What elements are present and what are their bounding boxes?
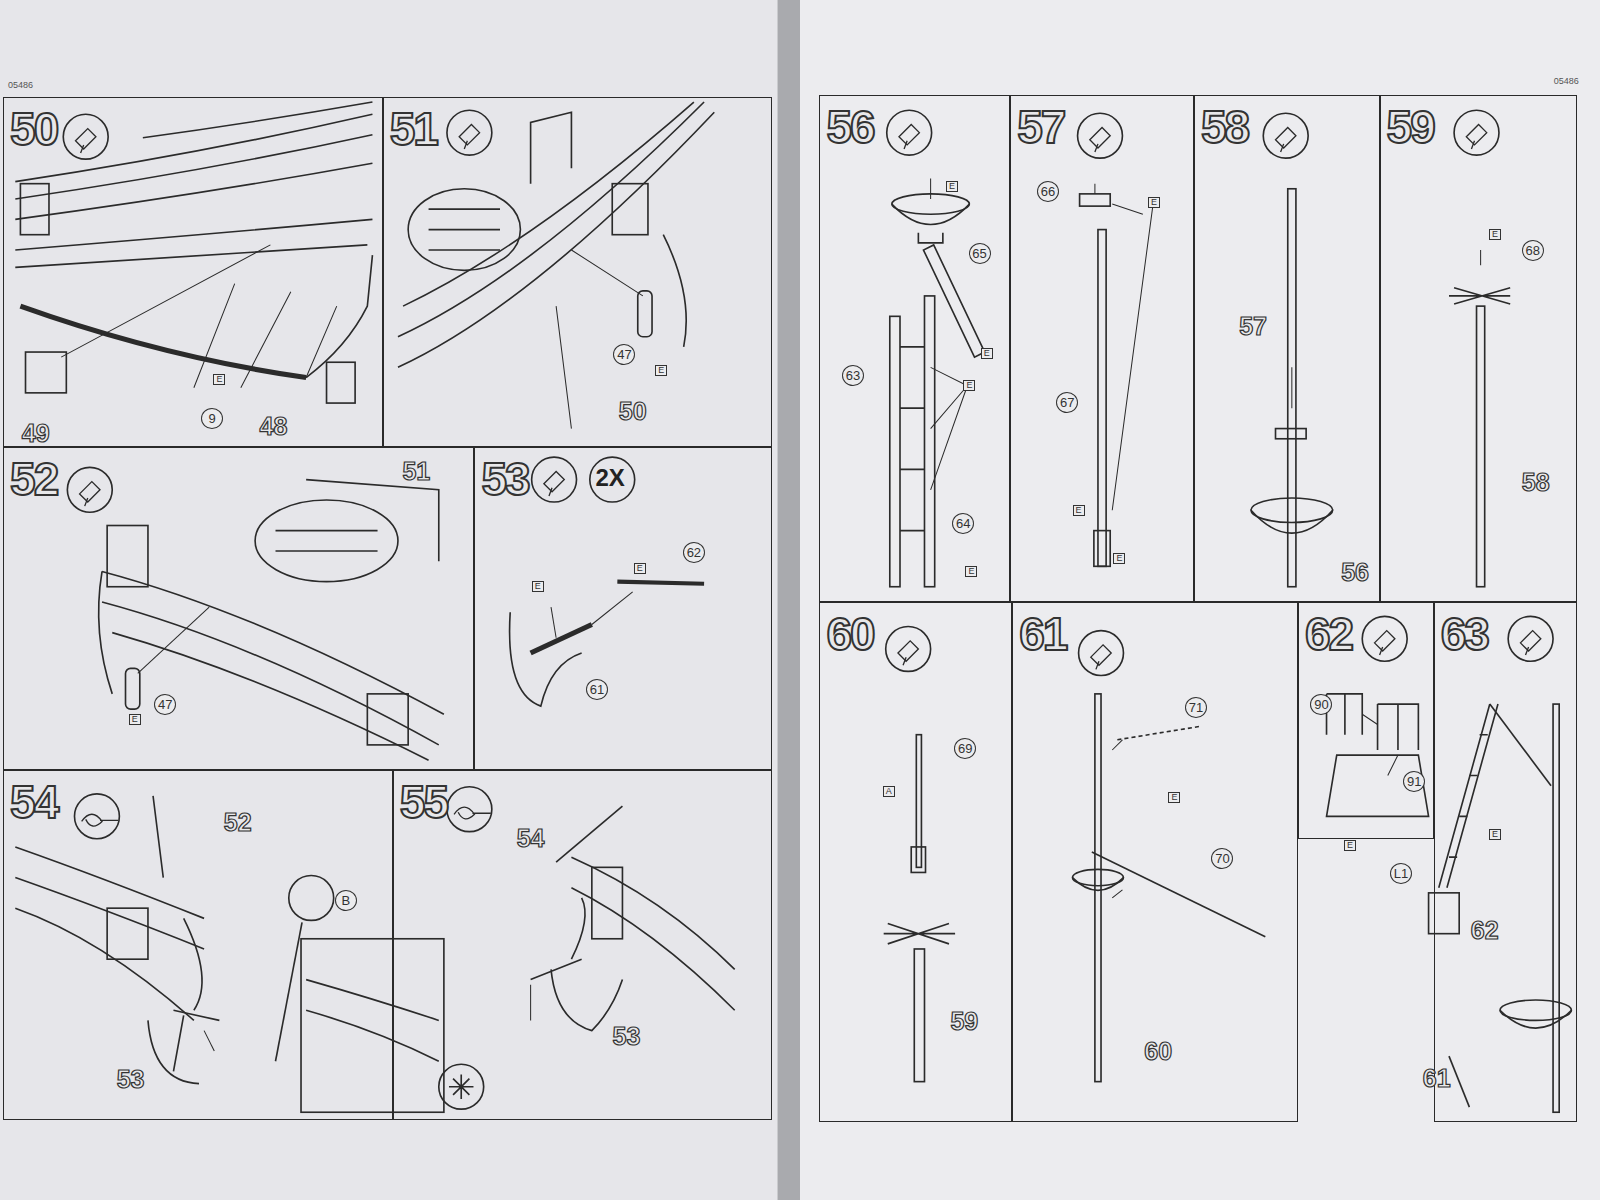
step-panel: 50 [3, 97, 383, 447]
step-number: 61 [1019, 611, 1066, 657]
callout-number: 48 [260, 414, 288, 439]
callout-number: 53 [117, 1067, 145, 1092]
step-number: 56 [826, 104, 873, 150]
flag-letter: A [883, 786, 895, 797]
step-number: 60 [826, 611, 873, 657]
callout-number: L1 [1390, 863, 1412, 884]
step-number: 55 [400, 779, 447, 825]
page-code: 05486 [8, 81, 33, 90]
callout-number: 63 [842, 365, 864, 386]
step-number: 58 [1201, 104, 1248, 150]
step-panel: 58 [1194, 95, 1380, 602]
callout-number: 59 [950, 1009, 978, 1034]
flag-letter: E [1168, 792, 1180, 803]
step-panel: 60 [819, 602, 1012, 1122]
flag-letter: E [213, 374, 225, 385]
flag-letter: E [655, 365, 667, 376]
step-panel: 51 [383, 97, 773, 447]
flag-letter: E [1344, 840, 1356, 851]
callout-number: 9 [201, 408, 223, 429]
callout-number: 70 [1211, 848, 1233, 869]
callout-number: 56 [1341, 560, 1369, 585]
step-panel: 55 [393, 770, 773, 1120]
flag-letter: E [965, 566, 977, 577]
callout-number: 51 [402, 459, 430, 484]
callout-number: 66 [1037, 181, 1059, 202]
flag-letter: E [981, 348, 993, 359]
callout-number: 62 [683, 542, 705, 563]
callout-number: 52 [224, 810, 252, 835]
step-number: 50 [10, 106, 57, 152]
callout-number: 61 [586, 679, 608, 700]
callout-number: 50 [619, 399, 647, 424]
callout-number: 60 [1144, 1039, 1172, 1064]
step-panel: 63 [1434, 602, 1577, 1122]
callout-number: 90 [1310, 694, 1332, 715]
callout-number: 91 [1403, 771, 1425, 792]
callout-number: 61 [1423, 1066, 1451, 1091]
callout-number: 47 [154, 694, 176, 715]
callout-number: 53 [613, 1024, 641, 1049]
step-number: 54 [10, 779, 57, 825]
step-panel: 53 2X [474, 447, 772, 770]
step-number: 62 [1305, 611, 1352, 657]
callout-number: 49 [22, 421, 50, 446]
step-panel: 52 [3, 447, 474, 770]
step-number: 63 [1441, 611, 1488, 657]
step-panel: 62 [1298, 602, 1434, 839]
step-panel: 59 [1380, 95, 1577, 602]
flag-letter: E [946, 181, 958, 192]
callout-number: 65 [969, 243, 991, 264]
step-number: 53 [481, 456, 528, 502]
callout-number: B [335, 890, 357, 911]
step-number: 59 [1387, 104, 1434, 150]
flag-letter: E [1073, 505, 1085, 516]
callout-number: 67 [1056, 392, 1078, 413]
flag-letter: E [1489, 229, 1501, 240]
callout-number: 54 [517, 826, 545, 851]
callout-number: 64 [952, 513, 974, 534]
callout-number: 71 [1185, 697, 1207, 718]
callout-number: 58 [1522, 470, 1550, 495]
flag-letter: E [1148, 197, 1160, 208]
flag-letter: E [1489, 829, 1501, 840]
step-panel: 57 [1010, 95, 1194, 602]
page-code: 05486 [1554, 77, 1579, 86]
flag-letter: E [634, 563, 646, 574]
step-number: 57 [1017, 104, 1064, 150]
flag-letter: E [129, 714, 141, 725]
flag-letter: E [532, 581, 544, 592]
callout-number: 69 [954, 738, 976, 759]
step-number: 51 [390, 106, 437, 152]
quantity-mark: 2X [595, 466, 624, 490]
flag-letter: E [963, 380, 975, 391]
step-panel: 54 [3, 770, 393, 1120]
step-number: 52 [10, 456, 57, 502]
callout-number: 68 [1522, 240, 1544, 261]
callout-number: 62 [1471, 918, 1499, 943]
flag-letter: E [1113, 553, 1125, 564]
callout-number: 57 [1239, 314, 1267, 339]
callout-number: 47 [613, 344, 635, 365]
